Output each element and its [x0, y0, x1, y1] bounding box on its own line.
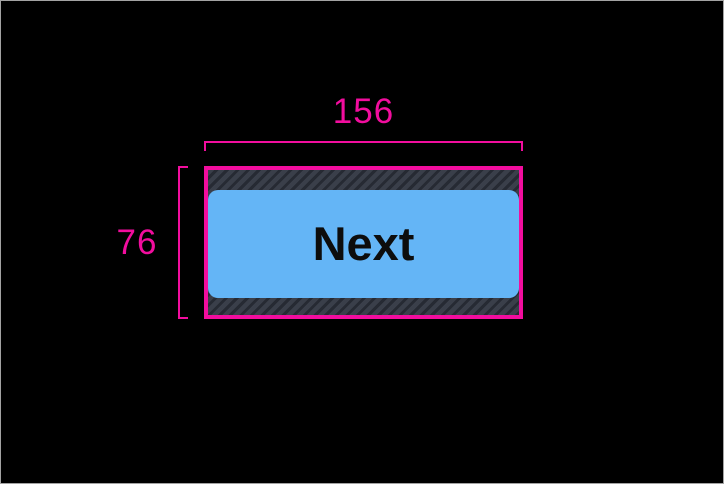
height-dimension-label: 76 [116, 223, 158, 262]
next-button[interactable]: Next [208, 190, 519, 298]
height-measure-bracket [178, 166, 188, 319]
selection-highlight-box: Next [204, 166, 523, 319]
width-dimension-label: 156 [332, 92, 395, 131]
width-measure-bracket [204, 141, 523, 151]
